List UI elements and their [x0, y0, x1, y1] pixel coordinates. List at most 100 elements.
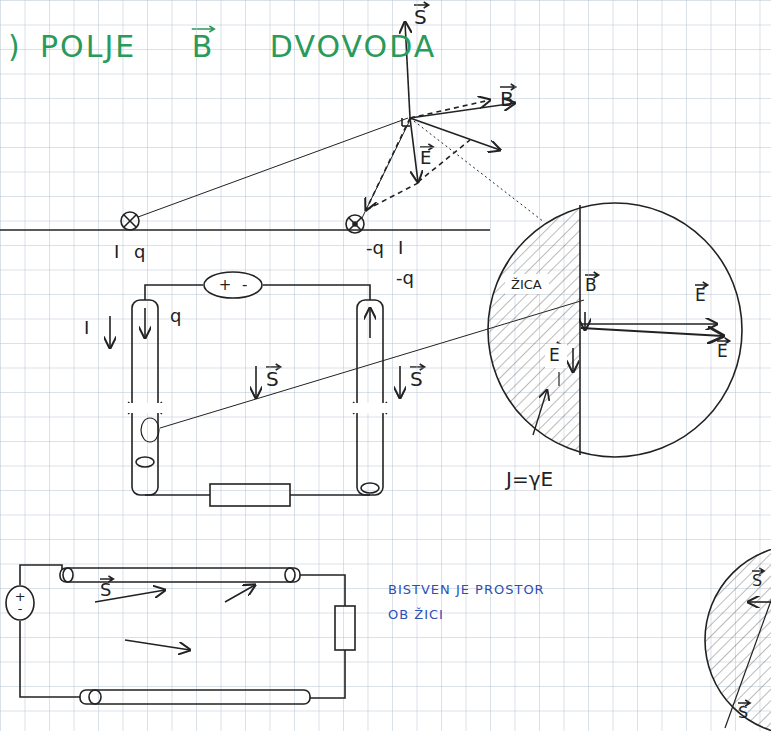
sketch-stroke	[145, 494, 210, 496]
battery-symbol: + -	[203, 271, 263, 299]
sketch-stroke	[346, 215, 364, 233]
sketch-stroke	[263, 285, 370, 300]
sketch-stroke	[584, 312, 586, 330]
formula: J=γE	[506, 468, 553, 490]
sketch-stroke	[533, 390, 547, 435]
polarity-text: + -	[15, 591, 25, 616]
sketch-stroke	[705, 545, 771, 731]
sketch-stroke	[300, 575, 345, 606]
title: POLJE B DVOVODA	[40, 30, 436, 63]
field-label: B	[585, 276, 597, 295]
sketch-stroke	[145, 285, 203, 300]
charge-label: q	[170, 306, 181, 326]
heading-number: )	[8, 30, 20, 63]
charge-label: -q	[366, 238, 384, 258]
sketch-stroke	[401, 118, 403, 126]
sketch-stroke	[410, 103, 515, 118]
sketch-stroke	[579, 205, 581, 455]
battery-outline	[6, 586, 34, 620]
sketch-stroke	[410, 118, 544, 222]
note: BISTVEN JE PROSTOR OB ŽICI	[388, 578, 558, 627]
bottom-circuit-sketch	[20, 565, 355, 704]
sketch-stroke	[121, 212, 139, 230]
sketch-stroke	[144, 308, 146, 338]
poynting-label: S	[738, 704, 748, 722]
field-label: B	[500, 88, 514, 110]
sketch-stroke	[255, 366, 257, 398]
sketch-stroke	[124, 215, 136, 227]
sketch-stroke	[20, 565, 62, 585]
sketch-stroke	[581, 323, 717, 325]
sketch-stroke	[366, 182, 420, 210]
polarity-text: + -	[219, 278, 248, 292]
sketch-stroke	[418, 140, 470, 182]
sketch-stroke	[705, 545, 771, 731]
sketch-stroke	[725, 548, 771, 728]
sketch-stroke	[63, 568, 73, 582]
sketch-stroke	[505, 274, 549, 294]
sketch-stroke	[361, 483, 379, 493]
wire-label: ŽICA	[511, 278, 542, 292]
current-label: I	[114, 242, 119, 262]
sketch-stroke	[581, 328, 723, 336]
sketch-stroke	[128, 402, 387, 414]
sketch-stroke	[136, 457, 154, 467]
poynting-label: S	[410, 368, 423, 390]
current-label: I	[398, 238, 403, 258]
circuit-sketch	[110, 118, 584, 506]
sketch-stroke	[225, 585, 255, 602]
sketch-stroke	[349, 218, 361, 230]
field-label: E	[695, 286, 706, 305]
magnified-view-circle: ŽICA B E E E	[485, 200, 745, 460]
poynting-label: S	[100, 580, 111, 600]
sketch-stroke	[357, 300, 383, 495]
sketch-stroke	[128, 403, 164, 413]
sketch-stroke	[132, 300, 158, 495]
top-field-sketch	[0, 22, 515, 233]
sketch-stroke	[290, 494, 370, 496]
charge-label: q	[134, 242, 145, 262]
sketch-stroke	[310, 650, 345, 698]
sketch-stroke	[89, 690, 101, 704]
field-label: S	[414, 6, 427, 28]
sketch-stroke	[0, 229, 490, 231]
field-label: E	[420, 148, 431, 168]
sketch-stroke	[748, 601, 771, 603]
sketch-stroke	[125, 640, 190, 650]
magnified-wire-sketch	[485, 200, 745, 460]
field-label: E	[549, 346, 560, 365]
sketch-stroke	[485, 200, 580, 460]
sketch-stroke	[353, 222, 357, 226]
current-label: I	[84, 318, 89, 338]
sketch-stroke	[488, 203, 742, 457]
poynting-label: S	[266, 368, 279, 390]
sketch-stroke	[141, 418, 159, 442]
sketch-stroke	[558, 372, 559, 386]
battery-symbol: + -	[5, 585, 35, 621]
poynting-label: S	[752, 572, 762, 590]
partial-circle-sketch	[705, 545, 771, 731]
sketch-stroke	[335, 606, 355, 650]
charge-label: -q	[396, 268, 414, 288]
sketch-stroke	[109, 316, 111, 348]
sketch-stroke	[366, 118, 410, 210]
sketch-stroke	[410, 118, 500, 150]
sketch-stroke	[138, 118, 408, 217]
sketch-stroke	[369, 308, 371, 338]
battery-outline	[204, 272, 262, 298]
sketch-stroke	[545, 344, 567, 368]
sketch-stroke	[20, 621, 80, 697]
field-label: E	[717, 342, 728, 361]
sketch-stroke	[353, 403, 389, 413]
sketch-stroke	[572, 348, 574, 372]
sketch-stroke	[80, 690, 310, 704]
sketch-stroke	[349, 218, 361, 230]
sketch-stroke	[124, 215, 136, 227]
sketch-stroke	[60, 568, 300, 582]
sketch-stroke	[285, 568, 295, 582]
sketch-stroke	[399, 366, 401, 398]
sketch-stroke	[210, 484, 290, 506]
sketch-stroke	[410, 118, 418, 182]
